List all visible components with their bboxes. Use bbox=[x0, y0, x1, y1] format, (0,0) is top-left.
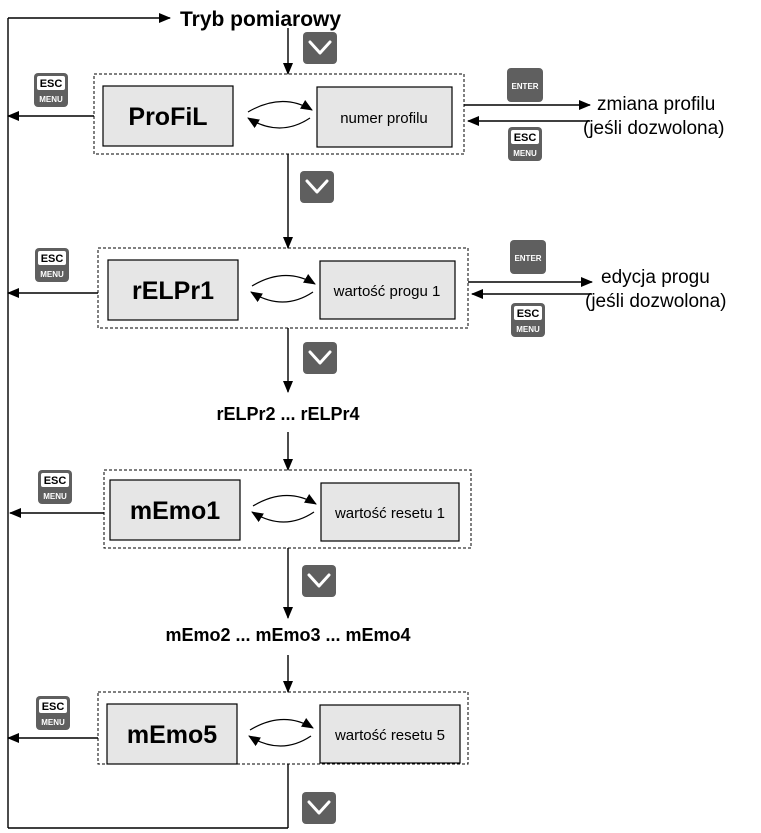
value-label: wartość resetu 5 bbox=[334, 727, 445, 744]
value-display bbox=[316, 86, 453, 148]
down-button[interactable] bbox=[300, 171, 334, 203]
down-button[interactable] bbox=[302, 565, 336, 597]
block-frame bbox=[103, 469, 472, 549]
svg-text:ESC: ESC bbox=[41, 253, 64, 265]
toggle-arrow bbox=[247, 100, 313, 113]
block-memo5: mEmo5 wartość resetu 5 bbox=[97, 691, 469, 765]
value-display bbox=[319, 704, 461, 764]
esc-menu-button[interactable]: ESC MENU bbox=[508, 127, 542, 161]
toggle-arrow bbox=[247, 117, 311, 129]
svg-text:MENU: MENU bbox=[41, 718, 65, 727]
svg-text:MENU: MENU bbox=[40, 270, 64, 279]
value-label: numer profilu bbox=[340, 110, 428, 127]
param-name: rELPr1 bbox=[132, 277, 214, 305]
block-profil: ProFiL numer profilu bbox=[93, 73, 465, 155]
chevron-down-icon bbox=[307, 573, 331, 588]
page-title: Tryb pomiarowy bbox=[180, 8, 341, 31]
block-frame bbox=[93, 73, 465, 155]
toggle-arrow bbox=[251, 274, 316, 287]
chevron-down-icon bbox=[308, 40, 332, 55]
esc-menu-button[interactable]: ESC MENU bbox=[34, 73, 68, 107]
esc-menu-button[interactable]: ESC MENU bbox=[35, 248, 69, 282]
enter-button[interactable]: ENTER bbox=[510, 240, 546, 274]
esc-menu-button[interactable]: ESC MENU bbox=[38, 470, 72, 504]
esc-menu-button[interactable]: ESC MENU bbox=[511, 303, 545, 337]
toggle-arrow bbox=[251, 511, 315, 523]
param-display bbox=[109, 479, 241, 541]
intermediate-label: mEmo2 ... mEmo3 ... mEmo4 bbox=[165, 625, 410, 645]
esc-menu-button[interactable]: ESC MENU bbox=[36, 696, 70, 730]
svg-text:MENU: MENU bbox=[43, 492, 67, 501]
value-display bbox=[319, 260, 456, 320]
block-memo1: mEmo1 wartość resetu 1 bbox=[103, 469, 472, 549]
param-display bbox=[102, 85, 234, 147]
value-label: wartość resetu 1 bbox=[334, 505, 445, 522]
param-name: mEmo1 bbox=[130, 497, 220, 525]
svg-text:ESC: ESC bbox=[517, 308, 540, 320]
block-frame bbox=[97, 247, 469, 329]
param-name: mEmo5 bbox=[127, 721, 217, 749]
block-relpr1: rELPr1 wartość progu 1 bbox=[97, 247, 469, 329]
side-label: (jeśli dozwolona) bbox=[583, 118, 725, 139]
svg-text:MENU: MENU bbox=[513, 149, 537, 158]
chevron-down-icon bbox=[307, 800, 331, 815]
down-button[interactable] bbox=[303, 342, 337, 374]
svg-text:ENTER: ENTER bbox=[511, 82, 538, 91]
param-display bbox=[106, 703, 238, 765]
toggle-arrow bbox=[249, 718, 314, 731]
svg-text:ENTER: ENTER bbox=[514, 254, 541, 263]
svg-text:ESC: ESC bbox=[42, 701, 65, 713]
block-frame bbox=[97, 691, 469, 765]
side-label: (jeśli dozwolona) bbox=[585, 291, 727, 312]
down-button[interactable] bbox=[302, 792, 336, 824]
side-label: zmiana profilu bbox=[597, 94, 715, 115]
svg-text:MENU: MENU bbox=[516, 325, 540, 334]
value-label: wartość progu 1 bbox=[333, 283, 441, 300]
value-display bbox=[320, 482, 460, 542]
param-name: ProFiL bbox=[128, 103, 207, 131]
toggle-arrow bbox=[248, 735, 312, 747]
chevron-down-icon bbox=[305, 179, 329, 194]
enter-button[interactable]: ENTER bbox=[507, 68, 543, 102]
svg-text:ESC: ESC bbox=[514, 132, 537, 144]
svg-text:ESC: ESC bbox=[40, 78, 63, 90]
param-display bbox=[107, 259, 239, 321]
chevron-down-icon bbox=[308, 350, 332, 365]
down-button[interactable] bbox=[303, 32, 337, 64]
intermediate-label: rELPr2 ... rELPr4 bbox=[216, 404, 359, 424]
side-label: edycja progu bbox=[601, 267, 710, 288]
svg-text:MENU: MENU bbox=[39, 95, 63, 104]
svg-text:ESC: ESC bbox=[44, 475, 67, 487]
toggle-arrow bbox=[252, 494, 317, 507]
toggle-arrow bbox=[250, 291, 314, 303]
